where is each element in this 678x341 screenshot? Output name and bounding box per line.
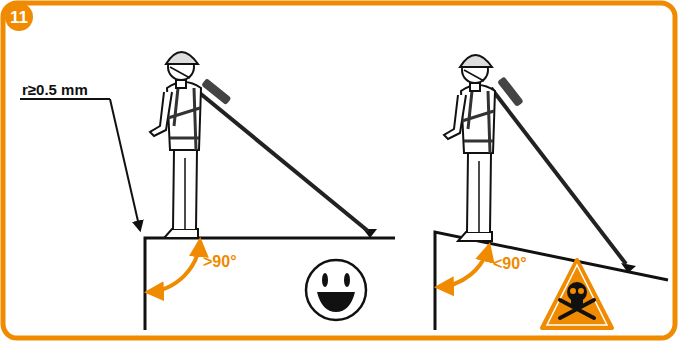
callout-circle xyxy=(5,3,33,31)
angle-label: >90° xyxy=(203,254,237,270)
dimension-label: r≥0.5 mm xyxy=(22,82,88,97)
angle-label: <90° xyxy=(493,256,527,272)
lanyard xyxy=(196,90,368,231)
callout-number: 11 xyxy=(10,9,28,26)
angle-arc xyxy=(148,241,200,292)
smiley-icon xyxy=(306,260,366,320)
angle-arc xyxy=(438,246,489,287)
frame xyxy=(3,3,675,338)
edge-surface xyxy=(435,232,668,330)
leader-line xyxy=(110,99,140,230)
edge-surface xyxy=(145,238,395,330)
lanyard xyxy=(491,88,626,264)
danger-icon xyxy=(542,260,612,328)
